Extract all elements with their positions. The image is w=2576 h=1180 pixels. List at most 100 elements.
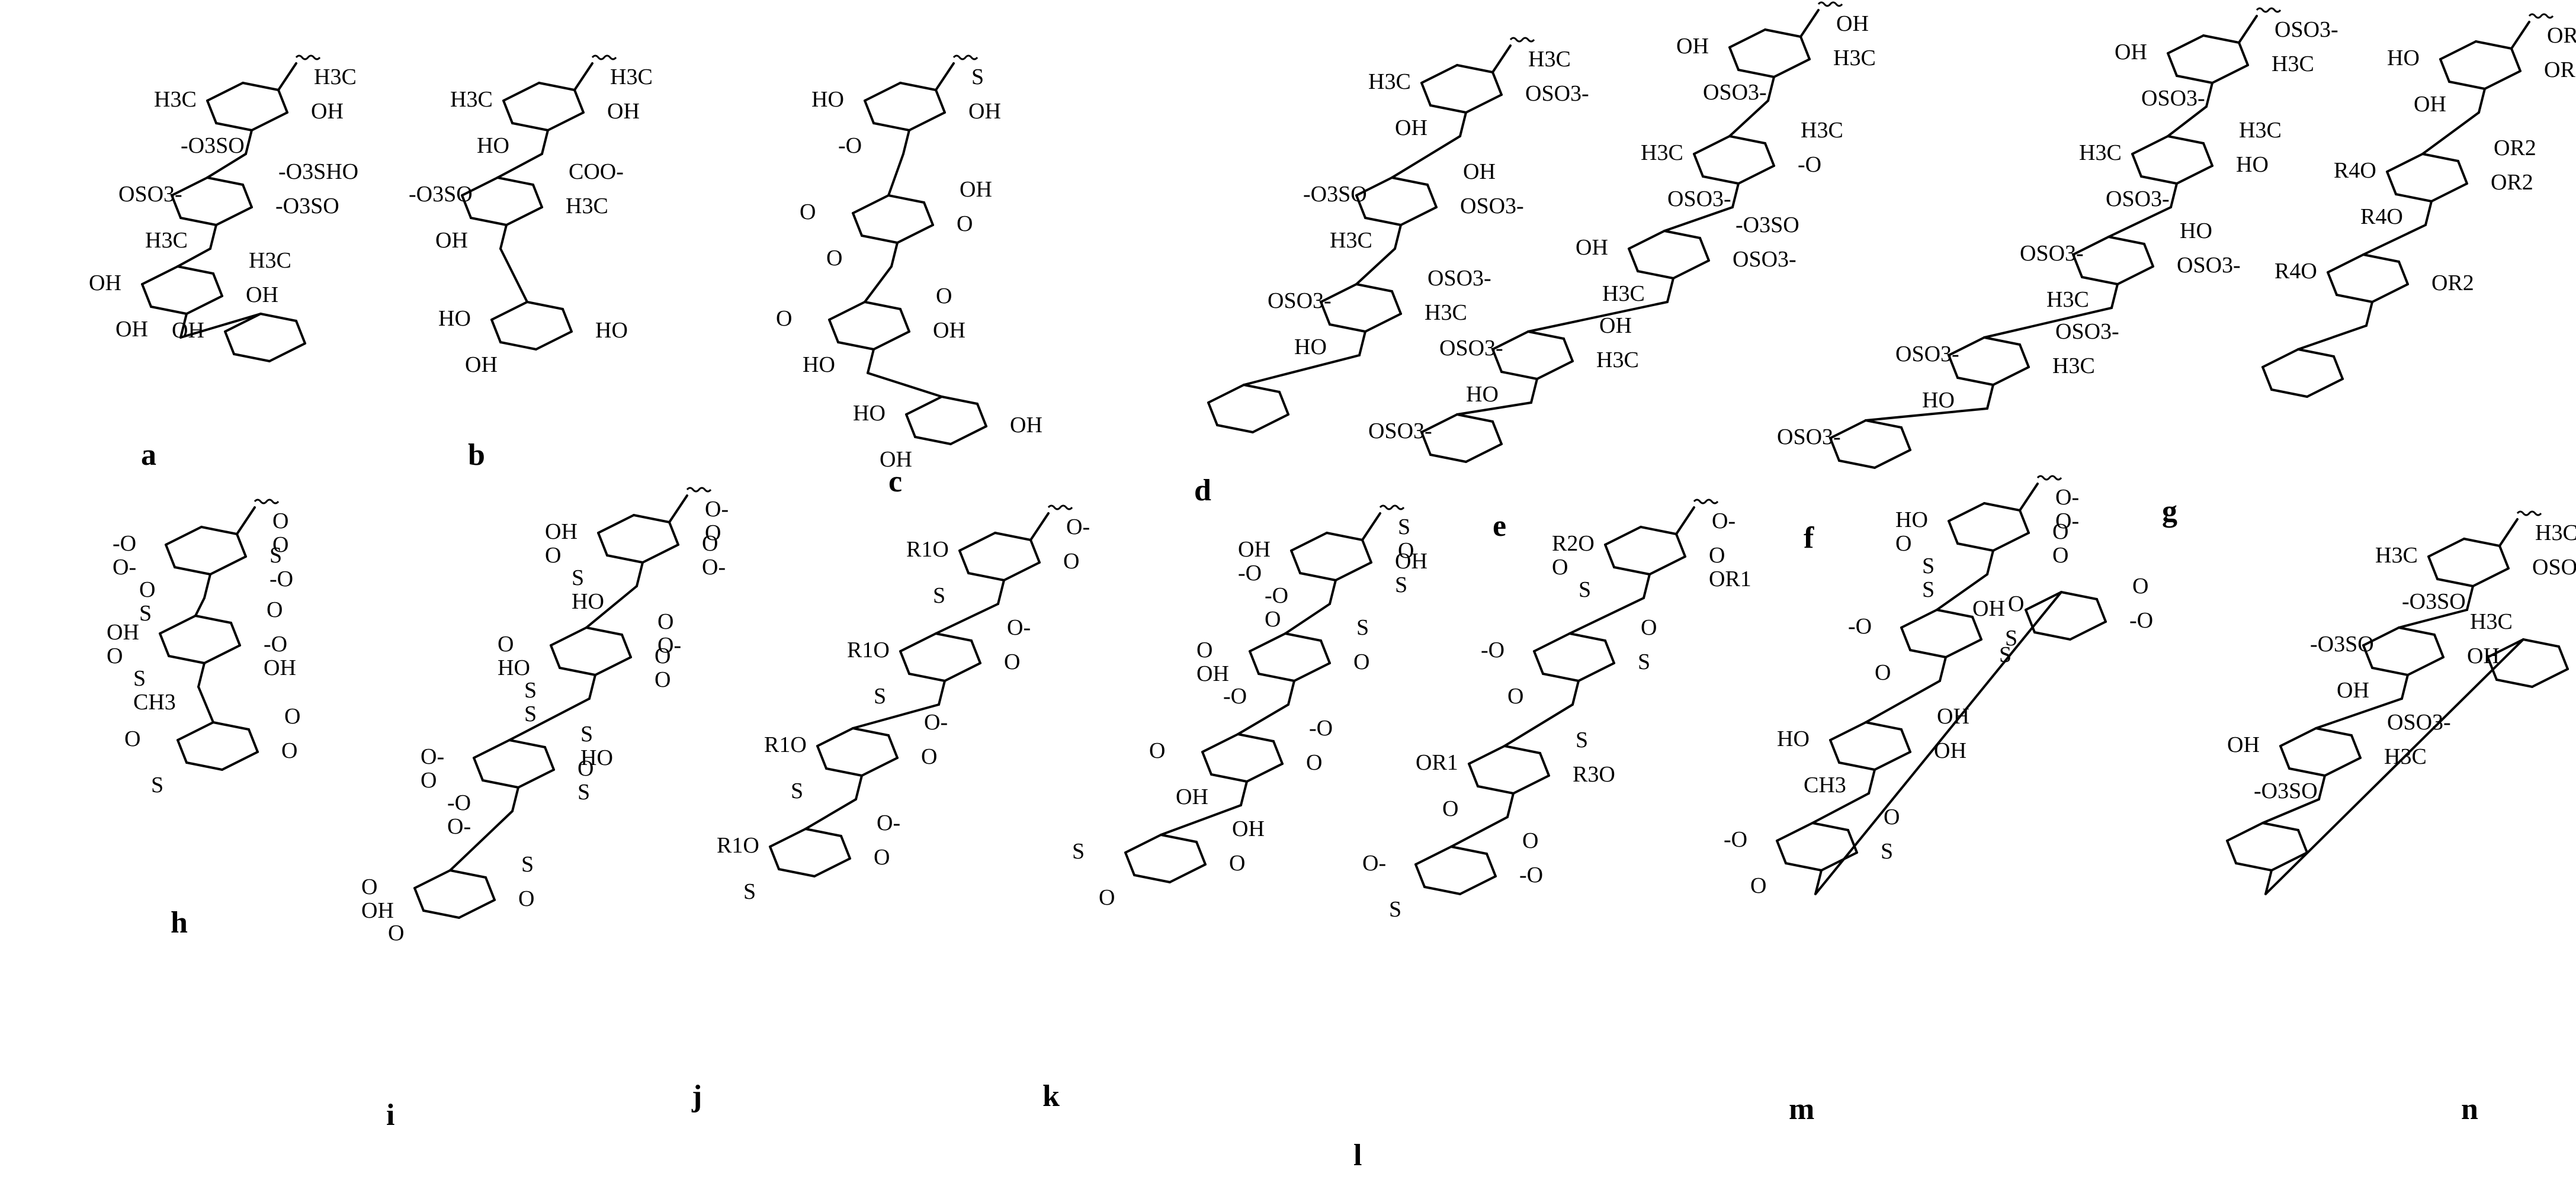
ring-bond [1900, 728, 1911, 753]
glycosidic-bond [2424, 200, 2433, 226]
ring-bond [461, 176, 499, 197]
ring-bond [994, 532, 1032, 541]
ring-bond [2395, 193, 2433, 202]
ring-bond [1900, 609, 1938, 629]
atom-label: OH [1836, 11, 1869, 36]
atom-label: -O [264, 632, 287, 657]
ring-bond [1361, 539, 1372, 564]
atom-label: S [1922, 554, 1935, 578]
ring-bond [1820, 851, 1858, 872]
atom-label: O [936, 284, 952, 308]
ring-bond [2226, 840, 2237, 864]
glycosidic-bond [1527, 301, 1669, 333]
attachment-wavy-line [2516, 510, 2542, 516]
atom-label: OH [311, 99, 344, 124]
glycosidic-bond [203, 573, 211, 599]
ring-bond [490, 301, 528, 321]
ring-bond [1459, 875, 1497, 895]
glycosidic-bond [1287, 680, 1295, 706]
ring-bond [852, 212, 863, 237]
ring-bond [2176, 75, 2214, 84]
ring-bond [1900, 626, 1911, 651]
ring-bond [2436, 578, 2474, 587]
ring-bond [864, 82, 902, 102]
substituent-bond [2019, 483, 2039, 512]
atom-label: S [1922, 577, 1935, 602]
atom-label: OSO3- [2106, 187, 2170, 211]
ring-bond [861, 757, 899, 777]
atom-label: -O [1265, 583, 1288, 608]
ring-bond [1491, 420, 1503, 445]
atom-label: OH [1599, 313, 1632, 338]
atom-label: O [1884, 805, 1900, 829]
atom-label: S [133, 666, 146, 691]
ring-bond [1568, 632, 1606, 642]
ring-bond [2531, 668, 2569, 688]
attachment-wavy-line [1047, 504, 1073, 510]
ring-bond [621, 634, 632, 658]
glycosidic-bond [1986, 549, 1994, 575]
glycosidic-bond [2401, 674, 2409, 700]
ring-bond [908, 673, 946, 682]
ring-bond [1477, 785, 1515, 795]
atom-label: S [874, 684, 886, 709]
glycosidic-bond [1450, 816, 1509, 848]
glycosidic-bond [1814, 869, 1823, 895]
ring-bond [923, 201, 934, 226]
ring-bond [594, 656, 632, 676]
glycosidic-bond [245, 129, 253, 155]
glycosidic-bond [2170, 182, 2178, 208]
ring-bond [215, 122, 253, 131]
ring-bond [203, 644, 241, 664]
ring-bond [2261, 822, 2299, 831]
glycosidic-bond [194, 597, 206, 617]
panel-label-m: m [1789, 1092, 1814, 1126]
ring-bond [1355, 176, 1393, 197]
ring-bond [221, 751, 259, 771]
ring-bond [597, 514, 635, 534]
ring-bond [2202, 34, 2240, 44]
ring-bond [1503, 745, 1541, 754]
ring-bond [1971, 616, 1982, 641]
atom-label: -O3SO [1735, 213, 1799, 237]
glycosidic-bond [2297, 324, 2368, 351]
glycosidic-bond [1391, 135, 1461, 179]
ring-bond [2487, 656, 2498, 681]
atom-label: S [1999, 642, 2012, 667]
ring-bond [206, 82, 244, 102]
atom-label: O- [113, 555, 136, 580]
atom-label: O [957, 211, 973, 236]
ring-bond [2463, 538, 2501, 547]
atom-label: HO [498, 655, 530, 680]
attachment-wavy-line [686, 487, 712, 493]
ring-bond [1237, 733, 1275, 742]
ring-bond [413, 869, 451, 889]
ring-bond [2487, 638, 2524, 658]
ring-bond [1003, 561, 1041, 581]
ring-bond [2025, 609, 2036, 634]
panel-label-n: n [2461, 1092, 2478, 1126]
atom-label: O- [1066, 515, 1090, 539]
atom-label: O- [1712, 509, 1735, 533]
atom-label: R3O [1573, 762, 1615, 787]
ring-bond [2439, 40, 2477, 60]
ring-bond [259, 313, 297, 322]
ring-bond [2096, 598, 2107, 623]
ring-bond [535, 330, 573, 351]
atom-label: S [578, 780, 590, 805]
ring-bond [825, 767, 863, 777]
glycosidic-bond [197, 686, 214, 724]
ring-bond [1391, 176, 1429, 186]
ring-bond [1945, 638, 1982, 658]
ring-bond [2238, 41, 2249, 66]
ring-bond [1207, 401, 1218, 426]
ring-bond [215, 206, 253, 226]
ring-bond [1829, 739, 1840, 764]
atom-label: OR2 [2491, 170, 2533, 195]
ring-bond [1728, 28, 1766, 49]
substituent-bond [668, 494, 688, 523]
atom-label: OH [2227, 732, 2260, 757]
ring-bond [532, 184, 543, 208]
atom-label: H3C [1801, 118, 1843, 143]
